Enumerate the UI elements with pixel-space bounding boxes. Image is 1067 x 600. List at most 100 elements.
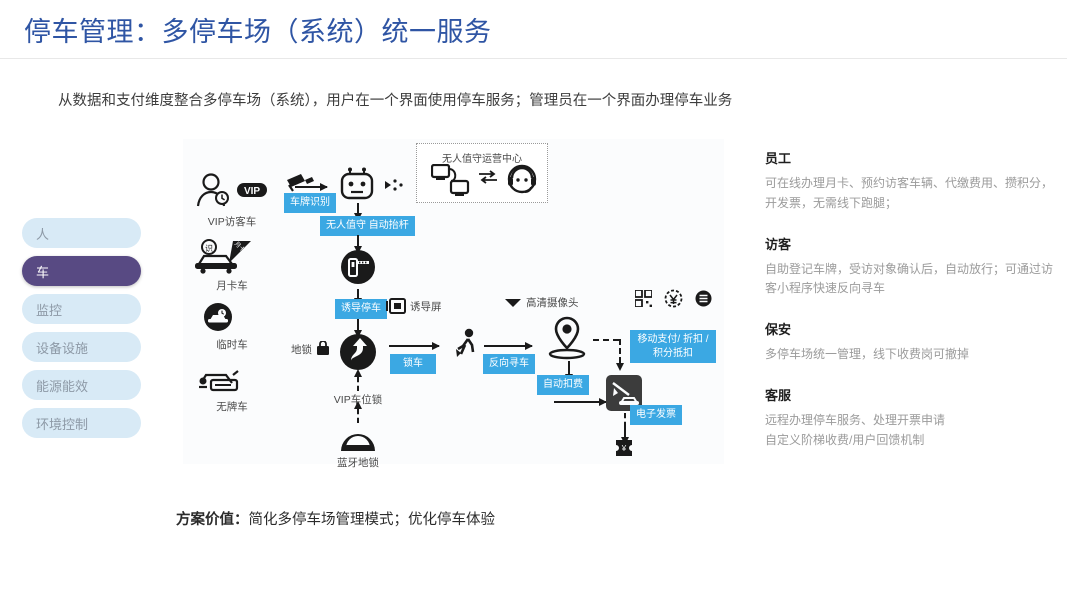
temporary-car-icon — [204, 303, 232, 331]
location-pin-node — [548, 315, 586, 366]
signal-waves-icon — [385, 179, 403, 191]
dash-exit-to-invoice — [624, 413, 626, 427]
arrow-to-auto-deduct — [564, 361, 573, 382]
ops-center-box: 无人值守运营中心 — [416, 143, 548, 203]
navigation-arrows-icon — [340, 334, 376, 370]
guide-screen-node: 诱导屏 — [386, 298, 442, 314]
dash-pay-down — [615, 339, 624, 371]
benefit-heading: 客服 — [765, 387, 792, 403]
benefit-body: 可在线办理月卡、预约访客车辆、代缴费用、攒积分，开发票，无需线下跑腿； — [765, 176, 1054, 210]
sidebar-item-label: 环境控制 — [36, 416, 89, 432]
ground-lock-node: 地锁 — [291, 341, 331, 357]
vehicle-type-label: 临时车 — [216, 339, 248, 351]
vehicle-type-label: 月卡车 — [216, 280, 248, 292]
sidebar-item-label: 人 — [36, 226, 50, 242]
sidebar-item-monitoring[interactable]: 监控 — [22, 294, 141, 324]
linked-monitors-icon — [431, 164, 470, 196]
vehicle-type-label: 无牌车 — [216, 401, 248, 413]
arrow-guided-to-navigate — [353, 319, 362, 338]
svg-text:识: 识 — [205, 244, 213, 253]
plate-camera-icon — [287, 174, 314, 192]
chip-guided-parking: 诱导停车 — [335, 299, 387, 319]
chip-mobile-payment: 移动支付/ 折扣 / 积分抵扣 — [630, 330, 716, 363]
solution-value-line: 方案价值：简化多停车场管理模式；优化停车体验 — [176, 508, 495, 529]
benefit-heading: 员工 — [765, 151, 792, 166]
parking-flow-diagram: VIP VIP访客车 识 月卡车 月卡车 临时车 — [183, 139, 724, 469]
vip-space-lock-label: VIP车位锁 — [333, 394, 383, 406]
vehicle-type-noplate: 无牌车 — [189, 361, 275, 414]
solution-value-text: 简化多停车场管理模式；优化停车体验 — [248, 512, 496, 528]
chip-e-invoice: 电子发票 — [630, 405, 682, 425]
sidebar-item-label: 设备设施 — [36, 340, 89, 356]
barrier-gate-node — [338, 247, 378, 292]
sidebar-item-label: 监控 — [36, 302, 63, 318]
chip-auto-deduct: 自动扣费 — [537, 375, 589, 395]
exit-gate-icon — [606, 375, 642, 411]
vehicle-type-vip: VIP VIP访客车 — [189, 172, 275, 229]
sidebar-item-vehicle[interactable]: 车 — [22, 256, 141, 286]
sidebar-item-energy[interactable]: 能源能效 — [22, 370, 141, 400]
benefit-block-staff: 员工 可在线办理月卡、预约访客车辆、代缴费用、攒积分，开发票，无需线下跑腿； — [765, 148, 1055, 214]
pedestrian-node — [452, 328, 480, 367]
headset-agent-icon — [507, 164, 537, 194]
ops-center-title: 无人值守运营中心 — [442, 154, 522, 165]
svg-text:VIP: VIP — [244, 186, 260, 197]
exchange-arrows-icon — [479, 170, 497, 184]
vehicle-type-monthly: 识 月卡车 月卡车 — [189, 236, 275, 293]
sidebar-item-people[interactable]: 人 — [22, 218, 141, 248]
plate-camera-node — [284, 171, 318, 200]
guide-screen-icon — [386, 298, 406, 314]
dash-pay-horizontal — [593, 339, 619, 341]
chip-reverse-find-car: 反向寻车 — [483, 354, 535, 374]
invoice-ticket-node: ¥ — [615, 439, 633, 462]
monthly-card-car-icon: 识 月卡车 — [195, 239, 251, 274]
sidebar-item-label: 能源能效 — [36, 378, 89, 394]
sidebar-item-label: 车 — [36, 264, 50, 280]
vehicle-type-temporary: 临时车 — [189, 299, 275, 352]
category-sidebar: 人 车 监控 设备设施 能源能效 环境控制 — [22, 218, 142, 446]
arrow-to-reverse-find — [484, 341, 533, 350]
page-subtitle: 从数据和支付维度整合多停车场（系统），用户在一个界面使用停车服务；管理员在一个界… — [58, 93, 733, 109]
sidebar-item-environment[interactable]: 环境控制 — [22, 408, 141, 438]
chip-unattended-barrier: 无人值守 自动抬杆 — [320, 216, 415, 236]
arrow-camera-to-robot — [295, 182, 328, 191]
pedestrian-icon — [456, 328, 475, 357]
hd-camera-node: 高清摄像头 — [504, 295, 579, 310]
guide-screen-label: 诱导屏 — [410, 300, 442, 313]
page-title: 停车管理：多停车场（系统）统一服务 — [24, 17, 492, 47]
benefit-heading: 保安 — [765, 322, 792, 338]
benefit-body: 远程办理停车服务、处理开票申请 自定义阶梯收费/用户回馈机制 — [765, 412, 946, 447]
location-pin-icon — [548, 316, 586, 360]
robot-node — [338, 167, 376, 206]
signal-node — [383, 178, 405, 197]
hd-camera-icon — [505, 298, 521, 307]
benefits-panel: 员工 可在线办理月卡、预约访客车辆、代缴费用、攒积分，开发票，无需线下跑腿； 访… — [765, 148, 1055, 471]
arrow-to-barrier-gate — [353, 235, 362, 254]
ground-lock-label: 地锁 — [291, 343, 312, 356]
invoice-ticket-icon: ¥ — [616, 440, 632, 456]
dash-bluetooth-lock-up — [353, 401, 362, 423]
benefit-block-visitor: 访客 自助登记车牌，受访对象确认后，自动放行；可通过访客小程序快速反向寻车 — [765, 234, 1055, 300]
robot-icon — [340, 167, 374, 200]
sidebar-item-equipment[interactable]: 设备设施 — [22, 332, 141, 362]
svg-text:¥: ¥ — [621, 444, 627, 453]
payment-methods-icons — [635, 289, 712, 308]
benefit-heading: 访客 — [765, 236, 792, 252]
navigation-node — [337, 331, 379, 378]
arrow-deduct-to-exit — [554, 397, 607, 406]
qr-code-icon — [635, 290, 652, 307]
chip-lock-car: 锁车 — [390, 354, 436, 374]
bluetooth-lock-label: 蓝牙地锁 — [337, 457, 379, 469]
bluetooth-lock-icon — [341, 434, 375, 451]
title-divider — [0, 58, 1067, 59]
barrier-gate-icon — [341, 250, 375, 284]
benefit-body: 多停车场统一管理，线下收费岗可撤掉 — [765, 347, 970, 362]
benefit-body: 自助登记车牌，受访对象确认后，自动放行；可通过访客小程序快速反向寻车 — [765, 261, 1054, 296]
dash-robot-to-chip — [353, 203, 362, 221]
arrow-to-lock-car — [389, 341, 440, 350]
list-circle-icon — [695, 290, 712, 307]
bluetooth-lock-node: 蓝牙地锁 — [335, 427, 381, 470]
chip-plate-recognition: 车牌识别 — [284, 193, 336, 213]
solution-value-label: 方案价值： — [176, 512, 249, 528]
dash-vip-lock-up — [353, 369, 362, 391]
